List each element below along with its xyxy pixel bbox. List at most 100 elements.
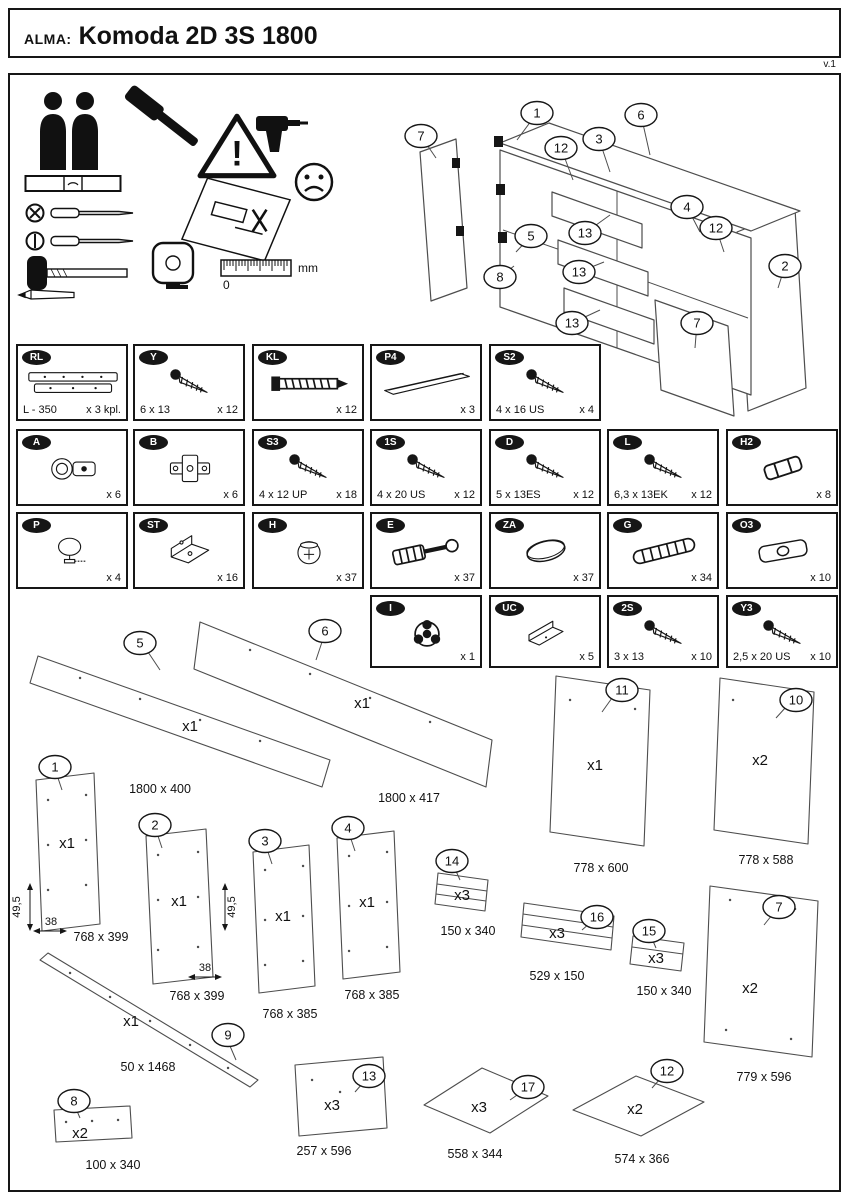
explode-callout: 4 (683, 200, 690, 215)
hardware-box-st: ST x 16 (133, 512, 245, 589)
part-code-badge: A (22, 435, 51, 450)
screw-icon (407, 454, 445, 478)
panel-10-callout: 10 (789, 693, 803, 708)
panel-4: x1 768 x 385 4 (331, 815, 401, 1002)
panel-3-callout: 3 (261, 834, 268, 849)
page-title: Komoda 2D 3S 1800 (78, 22, 318, 50)
screw-icon (289, 454, 327, 478)
screw-icon (170, 369, 208, 393)
cam-bolt-icon (380, 534, 474, 568)
hammer-icon (112, 85, 208, 172)
hardware-box-l: L 6,3 x 13EK x 12 (607, 429, 719, 506)
panel-17: x3 558 x 344 17 (423, 1067, 549, 1161)
part-spec: 6 x 13 (140, 404, 170, 416)
warning-triangle-icon: ! (196, 110, 278, 182)
part-spec: 4 x 20 US (377, 489, 426, 501)
part-code-badge: Y3 (732, 601, 761, 616)
panel-16-qty: x3 (549, 925, 565, 942)
panel-5: x1 1800 x 400 5 (29, 630, 331, 796)
panel-7-callout: 7 (775, 900, 782, 915)
part-qty: x 34 (691, 572, 712, 584)
part-qty: x 12 (454, 489, 475, 501)
panel-9-callout: 9 (224, 1028, 231, 1043)
part-code-badge: ST (139, 518, 168, 533)
part-code-badge: H (258, 518, 287, 533)
hardware-box-s3: S3 4 x 12 UP x 18 (252, 429, 364, 506)
panel-12-qty: x2 (627, 1101, 643, 1118)
part-qty: x 12 (217, 404, 238, 416)
sleeve-icon (762, 454, 804, 482)
part-code-badge: S2 (495, 350, 524, 365)
explode-callout: 1 (533, 106, 540, 121)
part-qty: x 18 (336, 489, 357, 501)
panel-1-qty: x1 (59, 835, 75, 852)
hinge-marks (452, 136, 507, 243)
panel-9: x1 50 x 1468 9 (39, 952, 259, 1088)
panel-8-dims: 100 x 340 (86, 1158, 141, 1172)
panel-3-qty: x1 (275, 908, 291, 925)
panel-9-dims: 50 x 1468 (121, 1060, 176, 1074)
panel-2-dim-width: 38 (199, 962, 211, 974)
hardware-box-uc: UC x 5 (489, 595, 601, 668)
part-code-badge: P4 (376, 350, 405, 365)
panel-14-dims: 150 x 340 (441, 924, 496, 938)
cam-lock-icon (297, 541, 321, 565)
part-code-badge: G (613, 518, 642, 533)
explode-callouts: 1 6 7 12 3 13 5 8 13 4 12 13 2 7 (404, 100, 802, 349)
hardware-box-rl: RL L - 350 x 3 kpl. (16, 344, 128, 421)
panel-7-dims: 779 x 596 (737, 1070, 792, 1084)
part-qty: x 4 (579, 404, 594, 416)
ruler-zero-label: 0 (223, 278, 230, 292)
part-qty: x 10 (691, 651, 712, 663)
hinge-icon (51, 458, 96, 480)
panel-4-callout: 4 (344, 821, 351, 836)
part-spec: 2,5 x 20 US (733, 651, 791, 663)
explode-callout: 13 (578, 226, 592, 241)
panel-1-callout: 1 (51, 760, 58, 775)
angle-bracket-icon (527, 620, 565, 647)
hardware-box-s2: S2 4 x 16 US x 4 (489, 344, 601, 421)
hardware-box-g: G x 34 (607, 512, 719, 589)
part-qty: x 10 (810, 651, 831, 663)
panel-2-callout: 2 (151, 818, 158, 833)
part-qty: x 8 (816, 489, 831, 501)
hardware-box-a: A x 6 (16, 429, 128, 506)
panel-13-callout: 13 (362, 1069, 376, 1084)
part-spec: 5 x 13ES (496, 489, 541, 501)
version-label: v.1 (823, 59, 836, 70)
part-code-badge: 2S (613, 601, 642, 616)
panel-1-dimension-annotations: 49,5 38 (11, 883, 67, 934)
part-qty: x 37 (573, 572, 594, 584)
hardware-box-i: I x 1 (370, 595, 482, 668)
hardware-box-b: B x 6 (133, 429, 245, 506)
panel-6: x1 1800 x 417 6 (193, 618, 493, 805)
panel-17-dims: 558 x 344 (448, 1147, 503, 1161)
explode-callout: 8 (496, 270, 503, 285)
panel-11-qty: x1 (587, 757, 603, 774)
part-code-badge: P (22, 518, 51, 533)
panel-2: x1 768 x 399 49,5 38 2 (138, 812, 238, 1003)
hardware-box-h: H x 37 (252, 512, 364, 589)
panel-15: x3 150 x 340 15 (629, 918, 691, 998)
hardware-box-kl: KL x 12 (252, 344, 364, 421)
panel-1-dim-height: 49,5 (11, 896, 23, 917)
assembly-key-icon (412, 619, 442, 647)
wood-dowel-icon (631, 536, 697, 566)
explode-callout: 2 (781, 259, 788, 274)
panel-14: x3 150 x 340 14 (434, 848, 496, 938)
explode-callout: 12 (709, 221, 723, 236)
cover-cap-icon (524, 535, 568, 566)
panel-12: x2 574 x 366 12 (572, 1058, 705, 1166)
panel-6-dims: 1800 x 417 (378, 791, 440, 805)
part-code-badge: B (139, 435, 168, 450)
ruler-icon (220, 256, 296, 282)
panel-6-callout: 6 (321, 624, 328, 639)
explode-callout: 6 (637, 108, 644, 123)
panel-1-dim-width: 38 (45, 916, 57, 928)
explode-callout: 7 (417, 129, 424, 144)
part-spec: L - 350 (23, 404, 57, 416)
part-code-badge: RL (22, 350, 51, 365)
part-code-badge: ZA (495, 518, 524, 533)
part-qty: x 3 (460, 404, 475, 416)
